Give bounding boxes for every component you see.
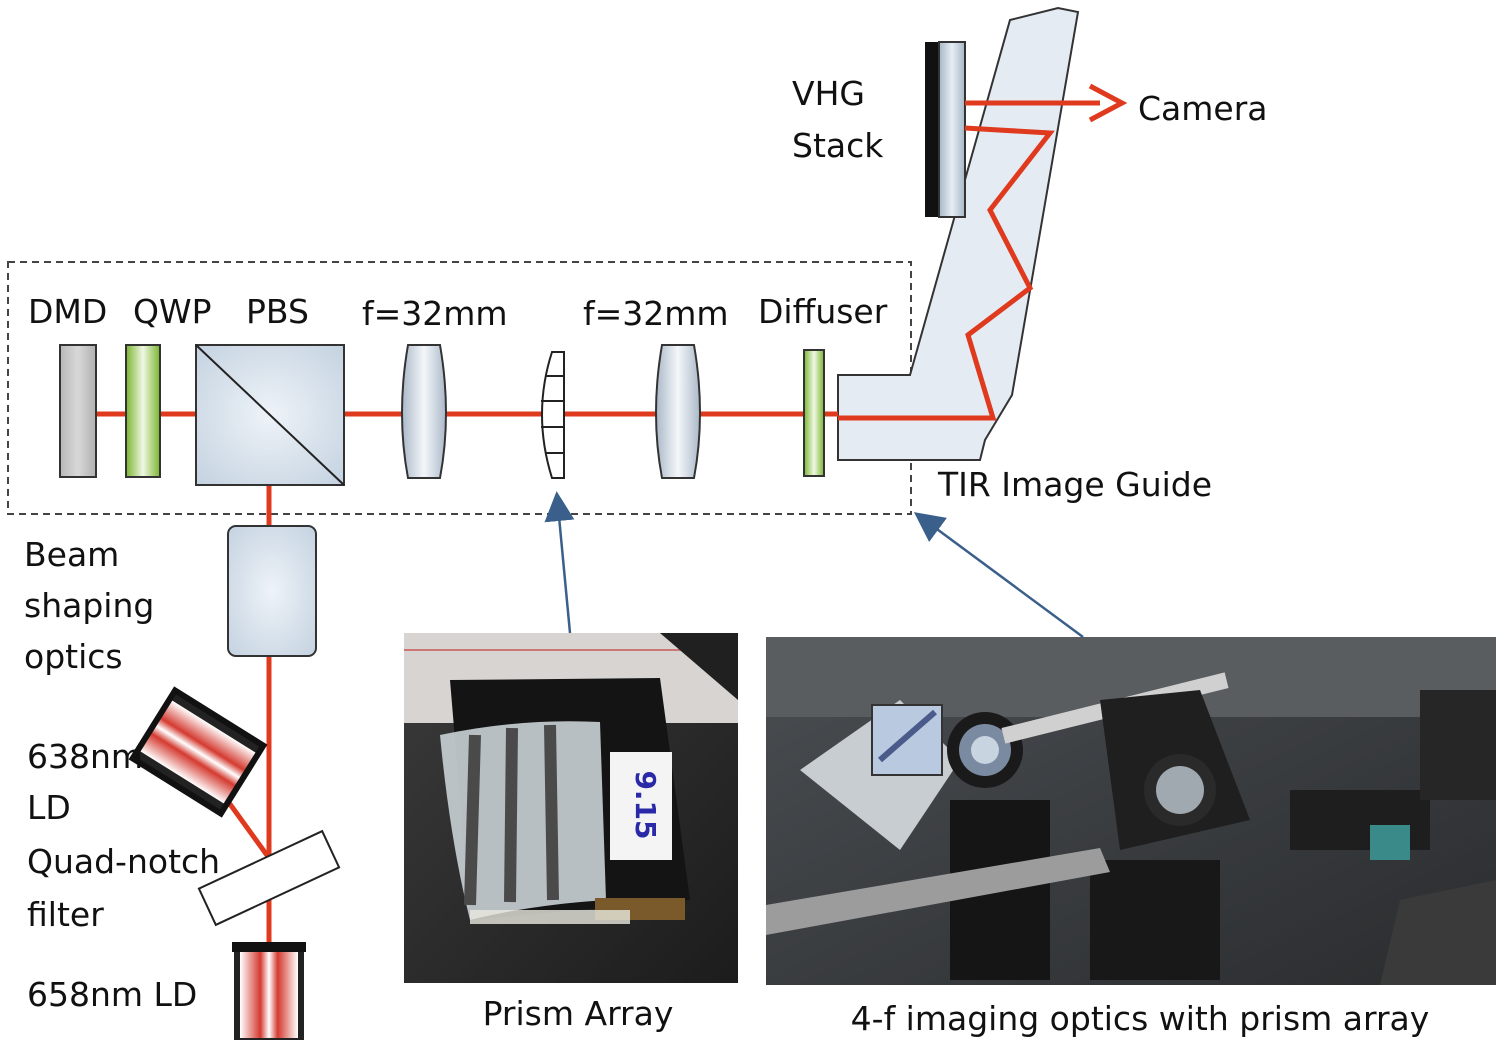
label-vhg-line1: VHG <box>792 74 865 113</box>
label-lens-2: f=32mm <box>583 294 729 333</box>
label-quad-line2: filter <box>27 895 104 934</box>
quad-notch-filter <box>197 829 341 927</box>
imaging-module-enclosure <box>7 261 912 515</box>
beam-shaping-optics-box <box>227 525 317 657</box>
pbs-diagonal <box>195 344 345 486</box>
qwp-element <box>125 344 161 478</box>
photo-4f-imaging-optics <box>766 637 1496 985</box>
label-ld638-line2: LD <box>27 788 71 827</box>
vhg-stack <box>938 41 966 218</box>
diffuser-element <box>803 349 825 477</box>
ld-658nm <box>232 942 306 1040</box>
label-beam-line2: shaping <box>24 586 154 625</box>
photo-prism-handwritten-label: 9.15 <box>629 770 662 839</box>
lens-2 <box>655 344 701 479</box>
tir-image-guide <box>837 6 1080 461</box>
label-vhg-line2: Stack <box>792 126 884 165</box>
label-diffuser: Diffuser <box>758 292 888 331</box>
prism-array-element <box>541 351 565 479</box>
label-lens-1: f=32mm <box>362 294 508 333</box>
camera-arrowhead <box>1088 83 1128 123</box>
prism-array-facets <box>541 375 564 454</box>
label-beam-line3: optics <box>24 637 123 676</box>
label-beam-line1: Beam <box>24 535 119 574</box>
lens-1 <box>401 344 447 479</box>
ld-638nm <box>128 686 268 818</box>
label-quad-line1: Quad-notch <box>27 842 220 881</box>
label-qwp: QWP <box>133 292 212 331</box>
arrow-prism-photo-to-element <box>544 491 575 634</box>
photo-prism-array: 9.15 <box>404 633 738 983</box>
label-pbs: PBS <box>246 292 309 331</box>
caption-prism-array: Prism Array <box>483 994 674 1033</box>
label-ld658: 658nm LD <box>27 975 197 1014</box>
label-tir-guide: TIR Image Guide <box>937 465 1212 504</box>
dmd-element <box>59 344 97 478</box>
label-ld638-line1: 638nm <box>27 737 143 776</box>
caption-4f-imaging: 4-f imaging optics with prism array <box>851 999 1430 1038</box>
label-camera: Camera <box>1138 89 1268 128</box>
label-dmd: DMD <box>28 292 107 331</box>
arrow-4f-photo-to-enclosure <box>913 512 1084 639</box>
vhg-stack-backing <box>925 42 939 217</box>
